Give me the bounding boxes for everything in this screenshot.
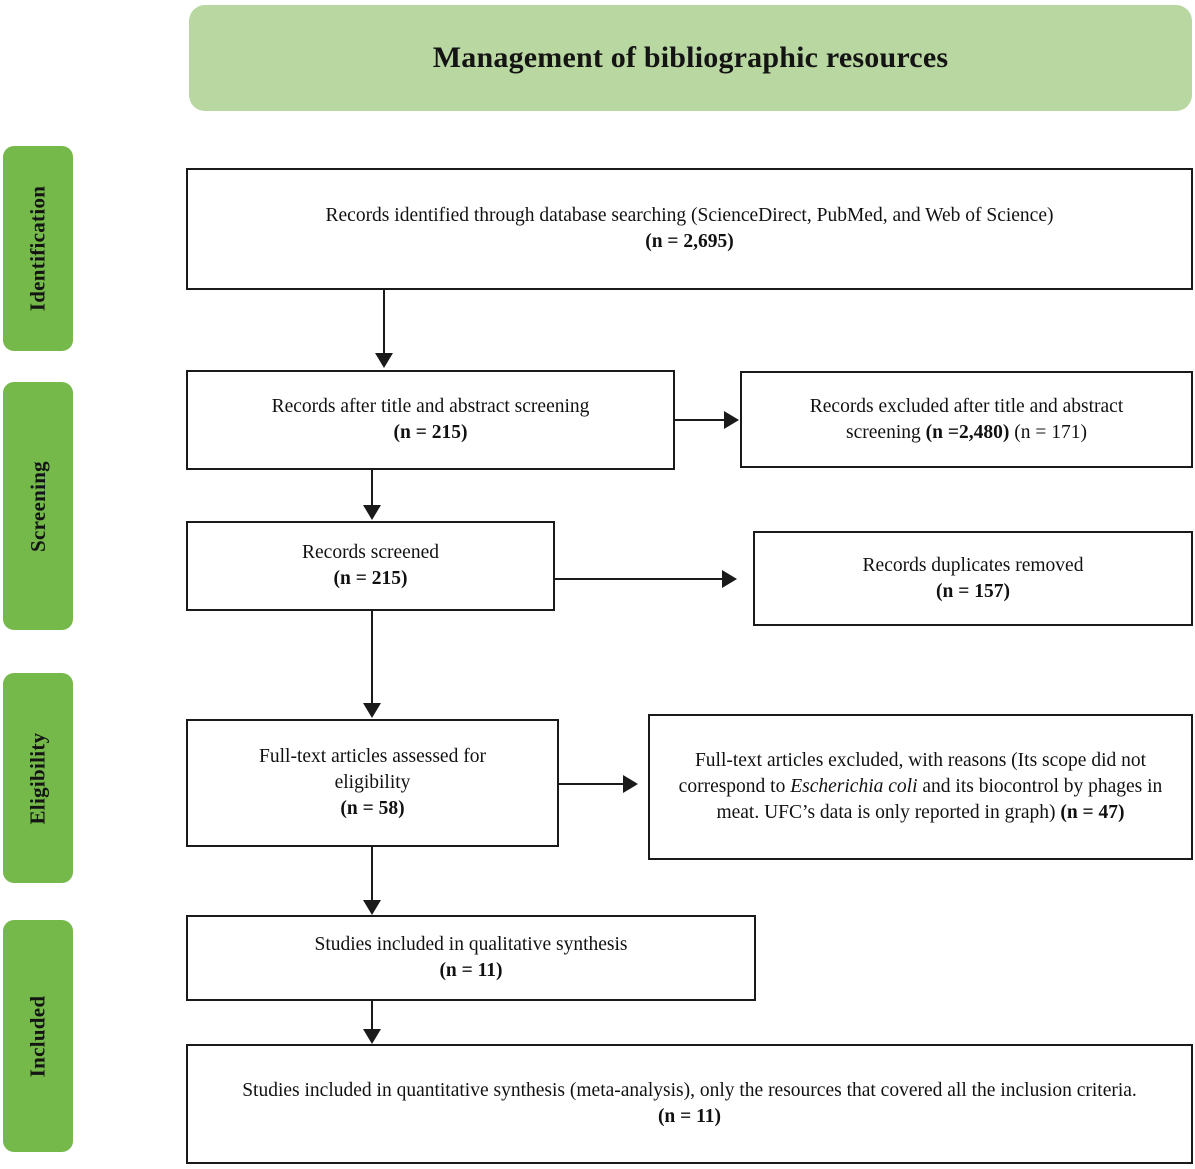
- connector-line: [371, 611, 373, 703]
- box-count: (n = 215): [333, 568, 408, 589]
- box-line-2: eligibility: [334, 772, 411, 794]
- stage-tab-identification: Identification: [3, 146, 73, 351]
- box-count-secondary: (n = 171): [1009, 421, 1087, 443]
- box-count: (n = 11): [439, 960, 503, 981]
- box-text: Records screened (n = 215): [302, 540, 439, 592]
- box-records-after-title-abstract: Records after title and abstract screeni…: [186, 370, 675, 470]
- connector-arrow-down-icon: [375, 353, 393, 368]
- box-fulltext-excluded: Full-text articles excluded, with reason…: [648, 714, 1193, 860]
- box-text-part-2: and its biocontrol by phages in meat. UF…: [716, 776, 1163, 823]
- box-count: (n = 58): [340, 797, 405, 819]
- box-count: (n = 2,695): [645, 231, 734, 252]
- connector-arrow-right-icon: [623, 775, 638, 793]
- box-records-identified: Records identified through database sear…: [186, 168, 1193, 290]
- species-name: Escherichia coli: [790, 776, 918, 798]
- stage-tab-label: Screening: [25, 460, 50, 552]
- box-line-1: Records screened: [302, 542, 439, 564]
- connector-line: [371, 1001, 373, 1029]
- connector-line: [555, 578, 724, 580]
- box-fulltext-assessed: Full-text articles assessed for eligibil…: [186, 719, 559, 847]
- box-count: (n = 11): [657, 1106, 722, 1127]
- stage-tab-eligibility: Eligibility: [3, 673, 73, 883]
- box-count: (n = 47): [1060, 801, 1125, 823]
- box-line-1: Records after title and abstract screeni…: [271, 396, 590, 418]
- connector-arrow-down-icon: [363, 505, 381, 520]
- box-text: Studies included in quantitative synthes…: [242, 1078, 1137, 1130]
- page-title: Management of bibliographic resources: [432, 41, 949, 74]
- box-count: (n =2,480): [925, 421, 1010, 443]
- box-quantitative-synthesis: Studies included in quantitative synthes…: [186, 1044, 1193, 1164]
- stage-tab-screening: Screening: [3, 382, 73, 630]
- diagram-title-banner: Management of bibliographic resources: [189, 5, 1192, 111]
- box-line-1: Full-text articles assessed for: [259, 746, 486, 768]
- box-text: Full-text articles assessed for eligibil…: [259, 744, 486, 822]
- connector-arrow-down-icon: [363, 703, 381, 718]
- box-line-1: Studies included in qualitative synthesi…: [314, 934, 628, 956]
- box-text-part-1: Full-text articles excluded, with reason…: [678, 750, 1147, 798]
- stage-tab-included: Included: [3, 920, 73, 1152]
- box-line-2-prefix: screening: [846, 421, 926, 443]
- box-count: (n = 157): [936, 580, 1010, 602]
- box-text: Studies included in qualitative synthesi…: [314, 932, 627, 984]
- box-duplicates-removed: Records duplicates removed (n = 157): [753, 531, 1193, 626]
- box-text: Records duplicates removed (n = 157): [863, 553, 1084, 605]
- box-text: Records excluded after title and abstrac…: [810, 394, 1124, 446]
- connector-line: [383, 290, 385, 353]
- box-qualitative-synthesis: Studies included in qualitative synthesi…: [186, 915, 756, 1001]
- connector-line: [371, 847, 373, 900]
- connector-arrow-right-icon: [724, 411, 739, 429]
- box-text: Records identified through database sear…: [326, 203, 1054, 255]
- box-records-excluded-title-abstract: Records excluded after title and abstrac…: [740, 371, 1193, 468]
- connector-arrow-right-icon: [722, 570, 737, 588]
- box-line-1: Records duplicates removed: [862, 554, 1084, 576]
- box-line-1: Studies included in quantitative synthes…: [242, 1080, 1137, 1102]
- connector-arrow-down-icon: [363, 1029, 381, 1044]
- box-line-1: Records identified through database sear…: [325, 205, 1054, 227]
- connector-line: [371, 470, 373, 505]
- connector-line: [559, 783, 625, 785]
- connector-line: [675, 419, 726, 421]
- box-records-screened: Records screened (n = 215): [186, 521, 555, 611]
- stage-tab-label: Included: [25, 995, 50, 1077]
- stage-tab-label: Identification: [25, 185, 50, 312]
- box-count: (n = 215): [393, 422, 468, 443]
- box-text: Records after title and abstract screeni…: [272, 394, 590, 446]
- box-line-1: Records excluded after title and abstrac…: [809, 395, 1124, 417]
- stage-tab-label: Eligibility: [25, 732, 50, 824]
- connector-arrow-down-icon: [363, 900, 381, 915]
- box-text: Full-text articles excluded, with reason…: [662, 748, 1179, 826]
